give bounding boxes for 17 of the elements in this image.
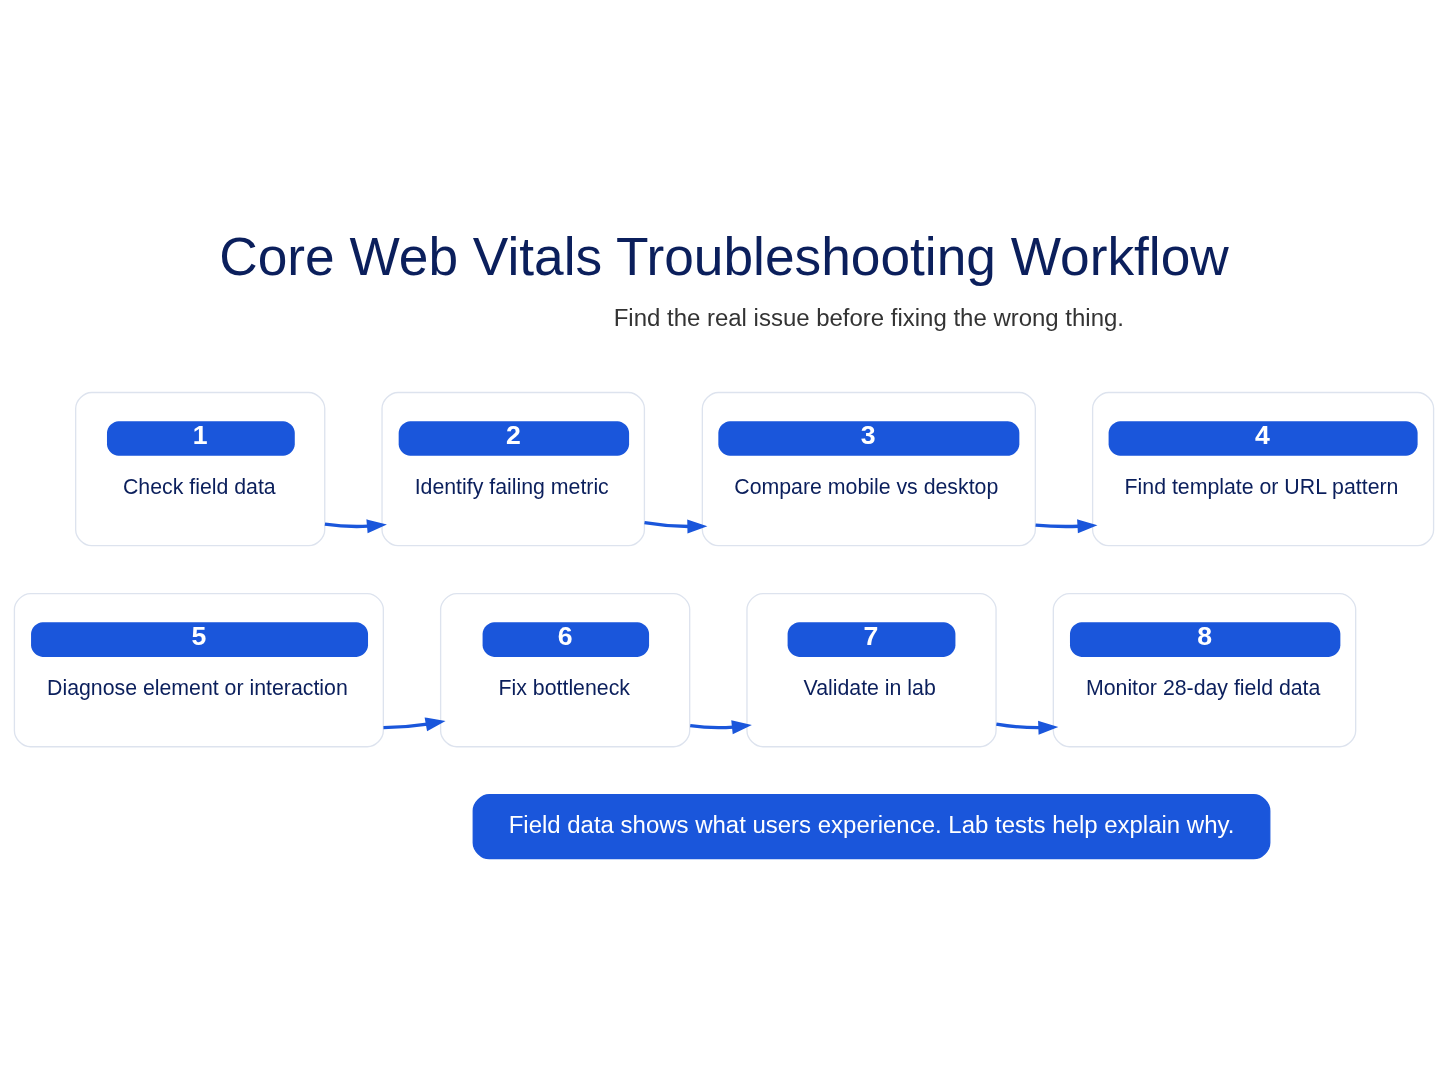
diagram-title: Core Web Vitals Troubleshooting Workflow bbox=[219, 227, 1229, 287]
arrow bbox=[690, 720, 752, 735]
node-box: 4 Find template or URL pattern bbox=[1091, 391, 1435, 547]
node-box: 2 Identify failing metric bbox=[381, 391, 646, 547]
arrow bbox=[644, 519, 708, 534]
arrow bbox=[383, 717, 446, 732]
node-box: 3 Compare mobile vs desktop bbox=[701, 391, 1036, 547]
node-box: 1 Check field data bbox=[75, 391, 326, 547]
node-box: 5 Diagnose element or interaction bbox=[13, 592, 384, 748]
arrow bbox=[324, 519, 387, 534]
label: Find the real issue before fixing the wrong thing. bbox=[613, 304, 1124, 332]
node-box: 8 Monitor 28-day field data bbox=[1052, 592, 1357, 748]
node-box: 6 Fix bottleneck bbox=[439, 592, 691, 748]
arrow bbox=[1035, 519, 1098, 534]
node-box: Field data shows what users experience. Lab tests help explain why. bbox=[472, 794, 1271, 860]
arrow bbox=[996, 720, 1059, 735]
node-box: 7 Validate in lab bbox=[746, 592, 997, 748]
